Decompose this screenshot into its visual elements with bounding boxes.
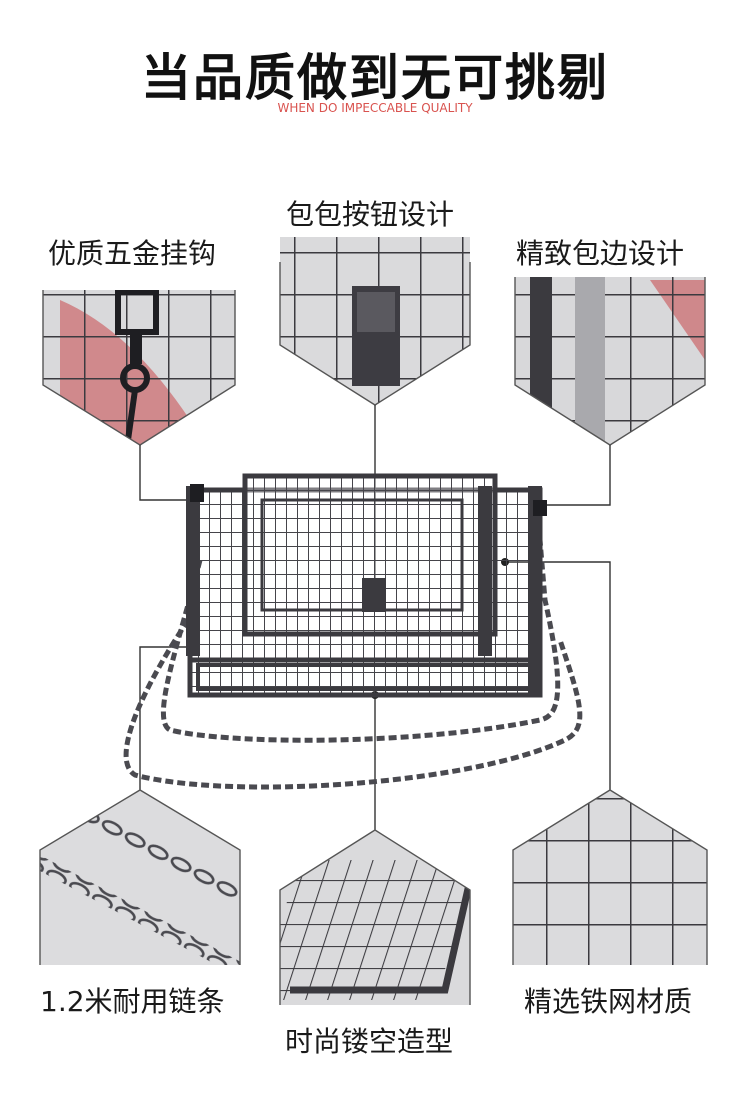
page-subtitle: WHEN DO IMPECCABLE QUALITY (277, 101, 473, 115)
button-detail-panel (279, 237, 471, 406)
label-hollow: 时尚镂空造型 (285, 1025, 454, 1058)
edge-detail-panel (514, 277, 706, 446)
mesh-detail-panel (512, 789, 708, 965)
page-title: 当品质做到无可挑剔 (141, 49, 609, 107)
hollow-detail-panel (279, 829, 471, 1005)
cage-bag (123, 473, 583, 790)
label-edge: 精致包边设计 (516, 237, 685, 270)
hook-detail-panel (42, 290, 236, 446)
chain-detail-panel (39, 789, 241, 965)
label-mesh: 精选铁网材质 (524, 985, 693, 1018)
label-hook: 优质五金挂钩 (48, 237, 217, 270)
label-button: 包包按钮设计 (286, 198, 455, 231)
label-chain: 1.2米耐用链条 (40, 985, 225, 1018)
